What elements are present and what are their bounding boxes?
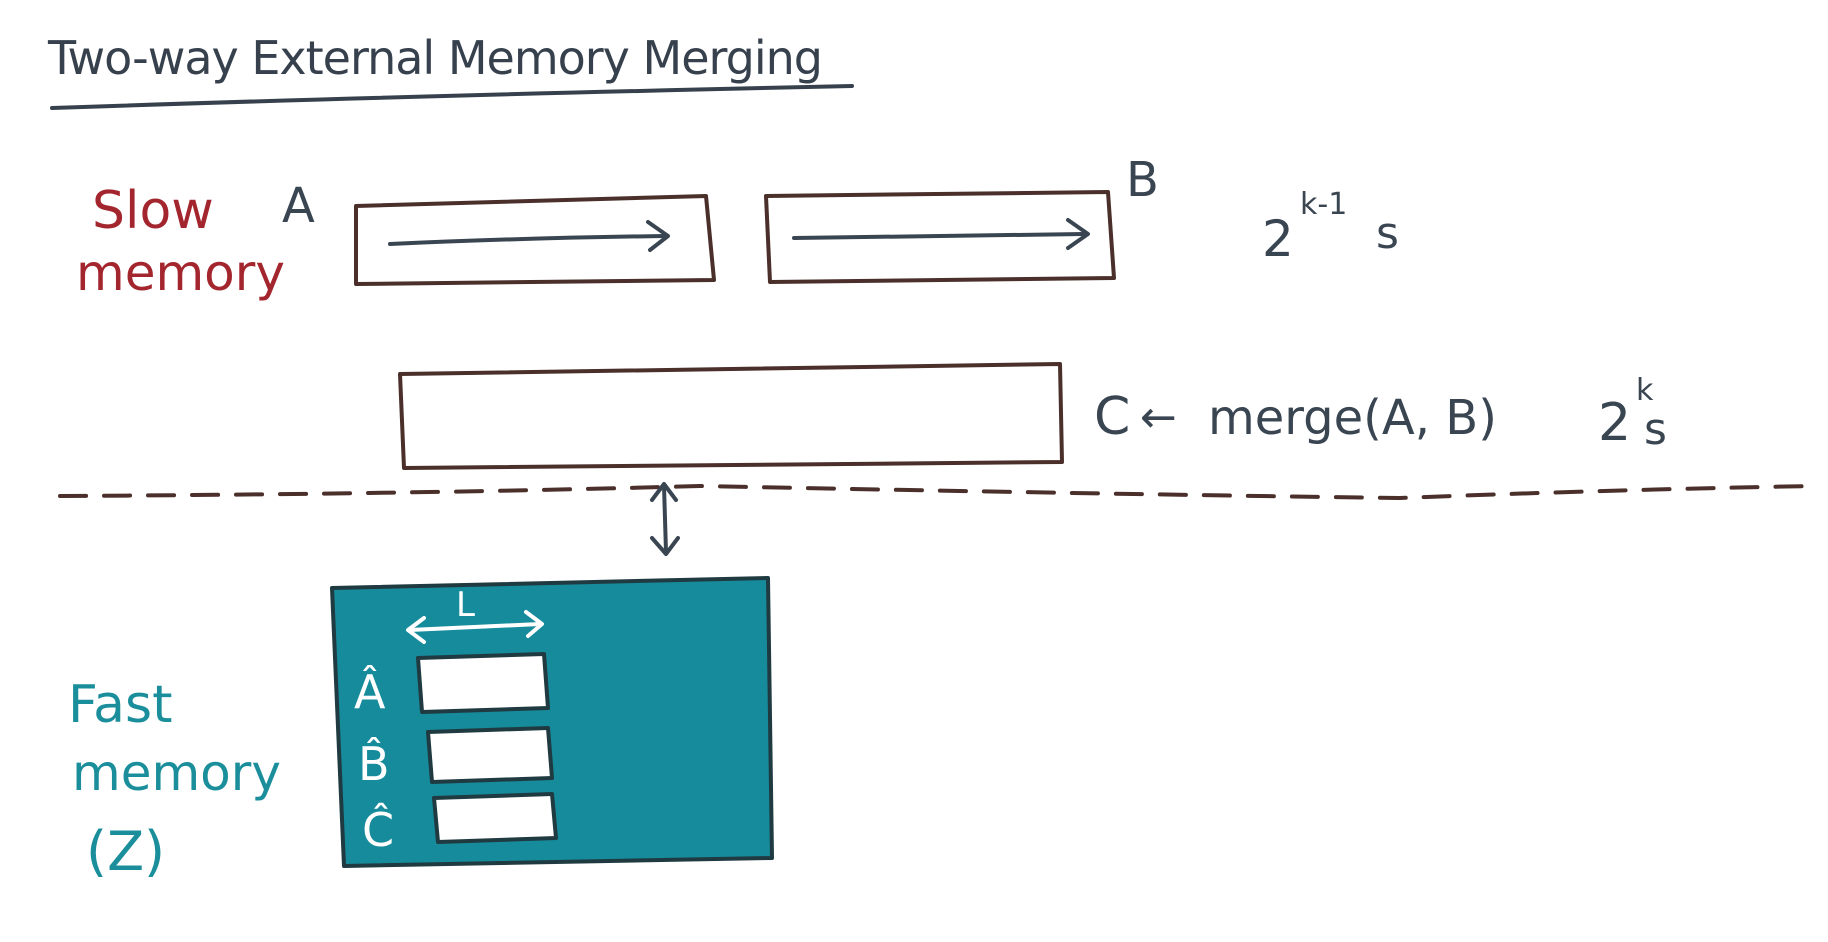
block-size-arrow-shaft [408, 622, 542, 632]
buffer-b-box [426, 726, 554, 784]
buffer-b-label: B̂ [358, 737, 390, 791]
output-run-label: C [1094, 387, 1130, 447]
buffer-a-label: Â [354, 665, 386, 719]
block-size-label: L [456, 585, 475, 625]
buffer-a-box [416, 652, 550, 714]
fast-memory-label-line1: Fast [68, 675, 172, 735]
block-size-arrow-left-head [406, 616, 426, 644]
output-size-exponent: k [1636, 373, 1654, 408]
slow-memory-label-line1: Slow [92, 181, 214, 241]
fast-memory-capacity-label: (Z) [86, 820, 165, 883]
run-a-label: A [282, 178, 315, 234]
run-a-scan-arrow [388, 234, 666, 246]
buffer-c-box [432, 792, 558, 844]
page-title: Two-way External Memory Merging [47, 31, 822, 85]
fast-memory-label-line2: memory [72, 744, 281, 802]
buffer-c-label: Ĉ [362, 802, 394, 857]
merge-expression: merge(A, B) [1208, 390, 1497, 446]
run-size-exponent: k-1 [1300, 187, 1347, 222]
run-b-label: B [1126, 152, 1159, 208]
memory-boundary-line [58, 483, 1814, 501]
transfer-arrow-shaft [662, 484, 668, 554]
output-run-c-box [398, 362, 1064, 470]
block-size-arrow-right-head [524, 610, 544, 638]
slow-memory-label-line2: memory [76, 244, 285, 302]
fast-memory-box [330, 576, 774, 868]
run-size-suffix: s [1376, 208, 1399, 259]
run-a-arrowhead [646, 220, 670, 252]
transfer-arrow-down-head [650, 536, 680, 556]
output-size-suffix: s [1644, 404, 1667, 455]
title-underline [50, 84, 854, 110]
run-b-arrowhead [1066, 218, 1090, 250]
merge-arrow: ← [1140, 392, 1177, 443]
output-size-base: 2 [1598, 393, 1631, 453]
run-size-base: 2 [1262, 210, 1294, 268]
transfer-arrow-up-head [650, 482, 678, 502]
run-b-scan-arrow [792, 232, 1086, 240]
